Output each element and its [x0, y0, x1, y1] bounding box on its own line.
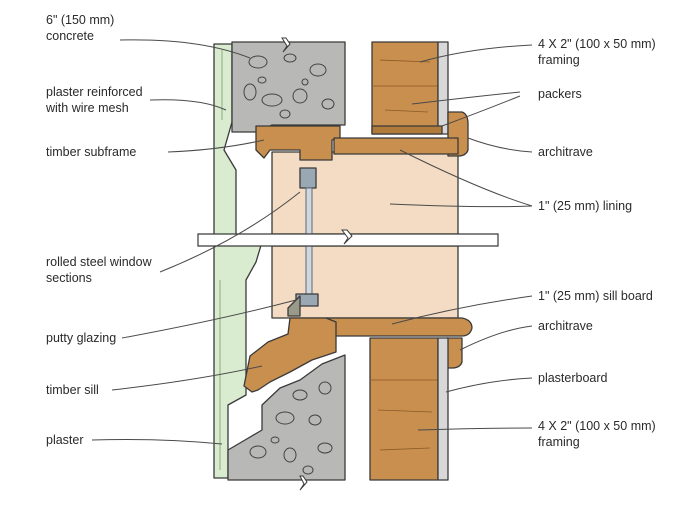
- label-timber-subframe: timber subframe: [46, 145, 136, 159]
- label-plaster: plaster: [46, 433, 84, 447]
- label-framing-top-line1: 4 X 2" (100 x 50 mm): [538, 37, 656, 51]
- lining-head-board: [333, 137, 459, 155]
- plasterboard-bottom: [437, 337, 449, 481]
- label-framing-bottom-line1: 4 X 2" (100 x 50 mm): [538, 419, 656, 433]
- concrete-break-line-top: [281, 37, 291, 53]
- label-packers: packers: [538, 87, 582, 101]
- label-framing-top: 4 X 2" (100 x 50 mm) framing: [538, 37, 659, 67]
- label-sill-board: 1" (25 mm) sill board: [538, 289, 653, 303]
- label-steel-sections: rolled steel window sections: [46, 255, 155, 285]
- timber-sill: [243, 317, 337, 393]
- concrete-bottom: [227, 354, 346, 481]
- concrete-aggregate-top: [243, 53, 335, 119]
- label-steel-sections-line2: sections: [46, 271, 92, 285]
- label-plaster-mesh-line2: with wire mesh: [45, 101, 129, 115]
- packer-top: [371, 125, 443, 135]
- framing-bottom-stud: [369, 337, 439, 481]
- label-concrete: 6" (150 mm) concrete: [46, 13, 118, 43]
- steel-section-glass-bottom: [305, 245, 313, 295]
- label-plaster-mesh-line1: plaster reinforced: [46, 85, 143, 99]
- label-putty-glazing: putty glazing: [46, 331, 116, 345]
- label-plaster-mesh: plaster reinforced with wire mesh: [45, 85, 146, 115]
- leader-lines: [91, 39, 533, 445]
- framing-top-stud: [371, 41, 439, 135]
- timber-subframe-head: [255, 125, 341, 161]
- label-lining: 1" (25 mm) lining: [538, 199, 632, 213]
- concrete-aggregate-bottom: [249, 381, 333, 475]
- sill-board: [325, 317, 473, 337]
- label-steel-sections-line1: rolled steel window: [46, 255, 153, 269]
- label-concrete-line1: 6" (150 mm): [46, 13, 114, 27]
- plasterboard-top: [437, 41, 449, 135]
- label-framing-bottom: 4 X 2" (100 x 50 mm) framing: [538, 419, 659, 449]
- framing-bottom-grain: [370, 379, 438, 451]
- concrete-top: [231, 41, 346, 133]
- architrave-bottom: [445, 337, 463, 369]
- label-framing-top-line2: framing: [538, 53, 580, 67]
- label-framing-bottom-line2: framing: [538, 435, 580, 449]
- label-architrave-bottom: architrave: [538, 319, 593, 333]
- section-break-zigzag: [341, 229, 353, 245]
- label-timber-sill: timber sill: [46, 383, 99, 397]
- concrete-break-line-bottom: [299, 475, 308, 491]
- label-plasterboard: plasterboard: [538, 371, 608, 385]
- steel-section-upper: [299, 167, 317, 189]
- label-concrete-line2: concrete: [46, 29, 94, 43]
- steel-section-glass-top: [305, 187, 313, 235]
- label-architrave-top: architrave: [538, 145, 593, 159]
